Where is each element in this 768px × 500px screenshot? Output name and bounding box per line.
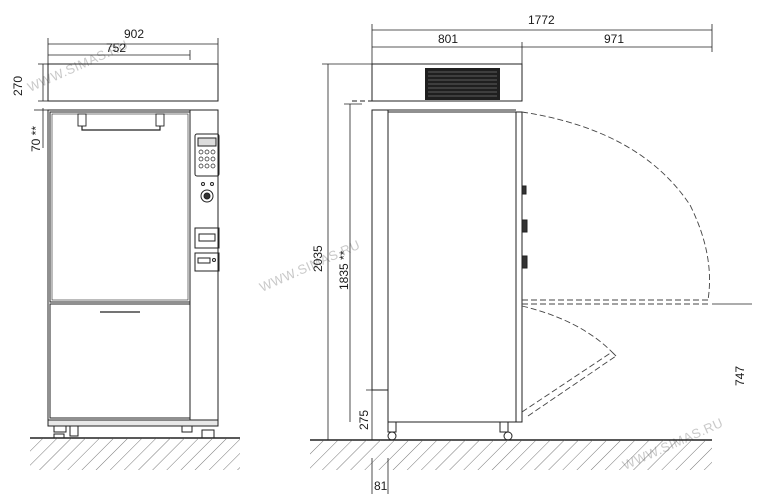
front-feet [53, 425, 215, 439]
printer-module [194, 227, 220, 249]
keypad [198, 149, 216, 169]
side-floor-hatch [310, 440, 712, 470]
lower-door-swing-arc [521, 305, 613, 353]
dim-front-top-height: 270 [11, 76, 25, 96]
dim-side-door-swing: 971 [604, 32, 624, 46]
front-view [30, 63, 240, 470]
dim-side-depth-total: 1772 [528, 13, 555, 27]
front-main-body [47, 109, 219, 421]
power-dial-icon [200, 189, 214, 203]
side-front-strip [371, 109, 389, 391]
watermarks: WWW.SIMAS.RU WWW.SIMAS.RU WWW.SIMAS.RU [25, 37, 725, 473]
dim-front-width-inner: 752 [106, 41, 126, 55]
side-main-body [387, 111, 517, 423]
front-upper-door [49, 111, 191, 303]
dim-front-door-offset: 70 ** [29, 126, 43, 152]
dim-side-leg-offset: 81 [374, 479, 388, 493]
front-base [47, 419, 219, 427]
door-handle [81, 118, 161, 131]
side-top-unit [371, 63, 523, 102]
door-swing [521, 111, 710, 417]
side-back-edge [515, 111, 523, 423]
dim-side-depth-body: 801 [438, 32, 458, 46]
side-feet [387, 421, 513, 441]
front-lower-panel [49, 303, 191, 419]
control-panel [194, 133, 220, 177]
dim-side-height-opening: 1835 ** [337, 250, 351, 290]
display-screen [197, 137, 217, 147]
side-view [310, 63, 712, 470]
card-reader-module [194, 252, 220, 272]
dim-front-width-total: 902 [124, 27, 144, 41]
side-dimensions [322, 24, 713, 494]
dim-side-lower-door-height: 747 [733, 366, 747, 386]
front-floor-hatch [30, 438, 240, 470]
upper-door-swing-arc [521, 111, 710, 301]
dim-side-height-total: 2035 [311, 245, 325, 272]
dim-side-leg-height: 275 [357, 410, 371, 430]
front-dimensions [34, 38, 219, 148]
